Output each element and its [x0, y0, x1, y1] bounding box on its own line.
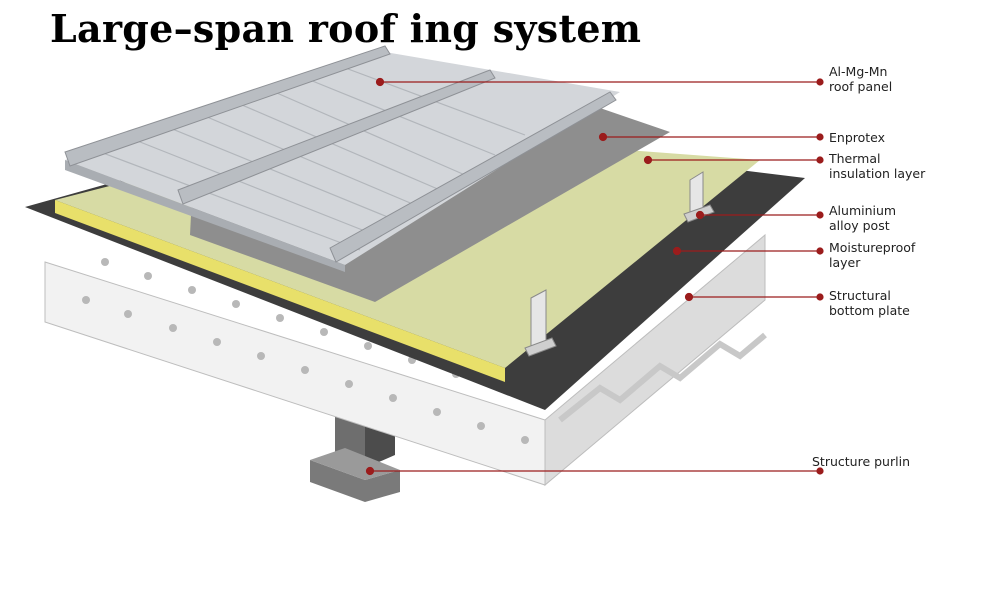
- label-structure-purlin: Structure purlin: [812, 454, 910, 469]
- aluminium-alloy-post: [524, 171, 715, 357]
- label-thermal-insulation: Thermal insulation layer: [829, 151, 926, 181]
- label-moistureproof: Moistureproof layer: [829, 240, 916, 270]
- label-enprotex: Enprotex: [829, 130, 886, 145]
- diagram-title: Large–span roof ing system: [50, 6, 642, 51]
- label-aluminium-post: Aluminium alloy post: [829, 203, 897, 233]
- label-roof-panel: Al-Mg-Mn roof panel: [829, 64, 893, 94]
- label-bottom-plate: Structural bottom plate: [829, 288, 910, 318]
- al-mg-mn-roof-panel: [64, 45, 620, 272]
- leader-lines: [365, 77, 824, 476]
